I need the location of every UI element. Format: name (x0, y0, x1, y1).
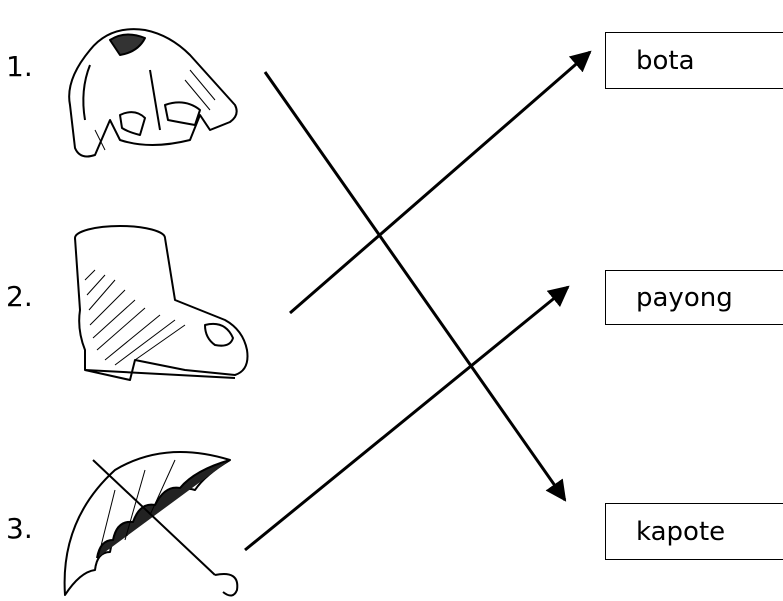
umbrella-icon (63, 451, 239, 597)
answer-box-kapote[interactable]: kapote (605, 503, 783, 560)
answer-box-bota[interactable]: bota (605, 32, 783, 89)
match-arrow-2-to-bota (289, 50, 592, 315)
rain-boot-icon (74, 225, 249, 381)
match-arrow-3-to-payong (244, 285, 570, 552)
item-number-3: 3. (6, 512, 33, 545)
match-arrow-1-to-kapote (263, 71, 567, 502)
item-number-2: 2. (6, 280, 33, 313)
item-number-1: 1. (6, 50, 33, 83)
raincoat-icon (68, 28, 238, 158)
answer-box-payong[interactable]: payong (605, 270, 783, 325)
